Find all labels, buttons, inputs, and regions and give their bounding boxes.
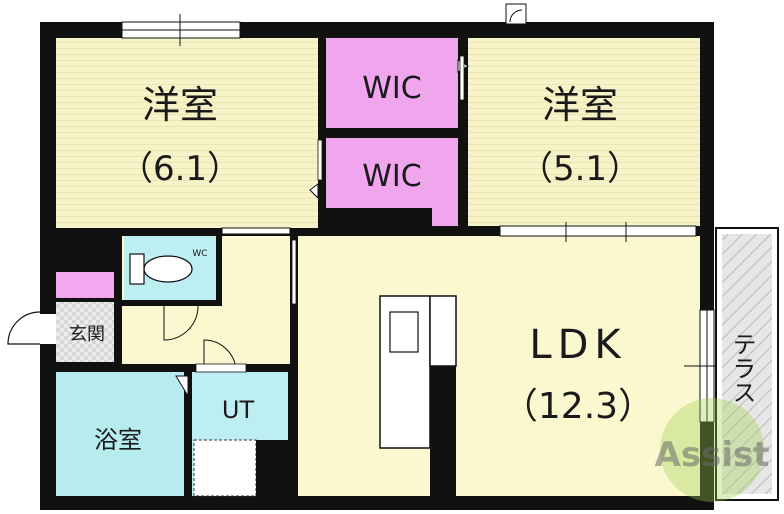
terrace-floor [722, 234, 772, 494]
room-label-wic-upper: WIC [362, 71, 421, 106]
wall [318, 38, 326, 228]
wall [458, 38, 468, 228]
room-label-ldk: LDK [529, 322, 626, 368]
wall [216, 236, 222, 300]
watermark-logo-text: Assist [655, 435, 770, 475]
room-label-entrance: 玄関 [69, 324, 105, 345]
watermark-logo-circle [660, 398, 764, 502]
wic-lower [326, 138, 458, 226]
window [499, 225, 697, 237]
room-label-western-right: 洋室 [542, 83, 618, 127]
kitchen-sink [389, 311, 419, 353]
wall [56, 228, 700, 236]
door-swing [309, 183, 319, 200]
door-leaf [195, 363, 247, 373]
wall [56, 364, 292, 372]
shoe-closet [56, 272, 114, 298]
room-size-western-left: （6.1） [119, 149, 241, 189]
kitchen-pillar [430, 366, 456, 496]
room-label-utility: UT [222, 396, 255, 424]
room-label-western-left: 洋室 [142, 83, 218, 127]
door-swing [163, 305, 199, 341]
door-swing [175, 375, 189, 398]
wall [256, 440, 292, 496]
entrance-floor [56, 300, 118, 362]
room-size-ldk: （12.3） [502, 386, 654, 427]
entrance-door-swing [7, 311, 41, 345]
room-label-wic-lower: WIC [362, 159, 421, 194]
wall [184, 372, 192, 496]
kitchen-cabinet [429, 295, 457, 367]
window [221, 227, 291, 235]
entrance-door-opening [40, 314, 56, 344]
ldk-room [298, 236, 700, 496]
door-leaf [291, 239, 297, 305]
room-label-wc: WC [192, 249, 207, 259]
washer-space [193, 439, 257, 497]
room-label-bath: 浴室 [94, 426, 142, 454]
door-leaf [317, 139, 323, 181]
room-size-western-right: （5.1） [519, 149, 641, 189]
room-label-terrace: テラス [728, 332, 756, 404]
wall [56, 266, 114, 272]
toilet-bowl [143, 255, 193, 283]
wall [114, 234, 122, 370]
wic-upper [326, 38, 458, 128]
wall [122, 300, 222, 306]
door-leaf [459, 55, 465, 101]
bath-room [56, 372, 184, 496]
wall [290, 236, 298, 496]
toilet-tank [129, 253, 145, 285]
service-door [505, 3, 527, 25]
western-room-left [56, 38, 318, 228]
wall [56, 298, 114, 302]
wall [326, 128, 458, 138]
western-room-right [468, 38, 700, 226]
